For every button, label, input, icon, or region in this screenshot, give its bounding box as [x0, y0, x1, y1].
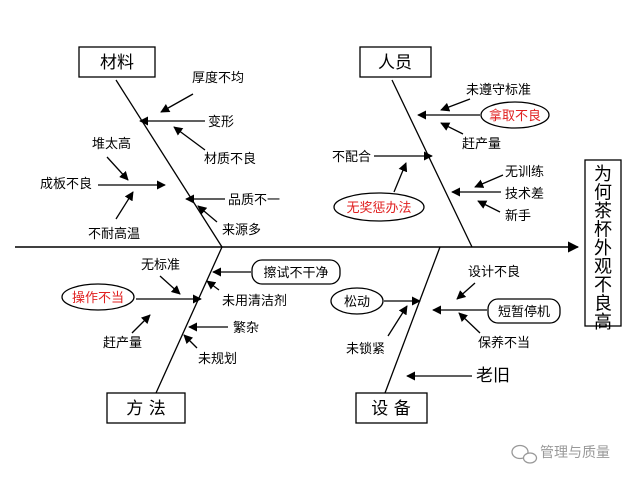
arrow-not-tightened [387, 305, 408, 337]
cause-poor-skill: 技术差 [505, 187, 544, 202]
bone-materials [115, 79, 223, 248]
arrow-not-heat-resistant [115, 191, 134, 220]
cause-handling-bad-oval: 拿取不良 [480, 101, 550, 129]
wechat-icon [511, 444, 538, 464]
cause-no-reward-punish-oval: 无奖惩办法 [333, 192, 425, 222]
cause-uncooperative: 不配合 [332, 150, 371, 165]
category-materials: 材料 [78, 46, 156, 78]
arrow-people-overproduction [440, 122, 464, 135]
cause-short-stop: 短暂停机 [498, 304, 550, 320]
cause-aged: 老旧 [476, 366, 510, 386]
effect-box: 为何茶杯外观不良高 [584, 159, 622, 333]
cause-not-follow-standard: 未遵守标准 [466, 82, 531, 98]
effect-label: 为何茶杯外观不良高 [594, 164, 612, 333]
cause-short-stop-box: 短暂停机 [487, 298, 561, 324]
category-method: 方 法 [106, 392, 186, 424]
arrow-many-sources [197, 205, 218, 223]
arrow-material-bad [173, 126, 206, 151]
category-people-label: 人员 [378, 53, 412, 73]
cause-wiping-unclean: 擦试不干净 [263, 266, 328, 281]
cause-forming-bad: 成板不良 [40, 176, 92, 192]
bone-method [155, 246, 223, 394]
cause-people-overproduction: 赶产量 [462, 137, 501, 152]
cause-loose-oval: 松动 [330, 287, 384, 315]
cause-deformation: 变形 [208, 114, 234, 130]
cause-stacked-too-high: 堆太高 [92, 136, 131, 152]
arrow-improper-maintenance [458, 312, 481, 334]
bone-people [391, 79, 473, 248]
cause-unplanned: 未规划 [198, 352, 237, 367]
cause-no-standard: 无标准 [141, 258, 180, 273]
arrow-no-cleaner [206, 280, 220, 291]
cause-material-bad: 材质不良 [204, 151, 256, 167]
arrow-novice [477, 200, 501, 213]
cause-novice: 新手 [505, 208, 531, 224]
cause-untrained: 无训练 [505, 165, 544, 180]
category-people: 人员 [359, 46, 432, 78]
arrow-thickness-uneven [160, 93, 194, 113]
cause-operation-improper: 操作不当 [72, 290, 124, 306]
arrow-not-follow-standard [440, 98, 471, 112]
cause-loose: 松动 [344, 295, 370, 310]
cause-complicated: 繁杂 [233, 320, 259, 336]
arrow-untrained [474, 174, 504, 188]
cause-not-tightened: 未锁紧 [346, 341, 385, 357]
category-equipment: 设 备 [355, 392, 428, 424]
cause-quality-inconsistent: 品质不一 [228, 193, 280, 208]
cause-no-cleaner: 未用清洁剂 [222, 294, 287, 309]
cause-operation-improper-oval: 操作不当 [61, 283, 135, 311]
cause-method-overproduction: 赶产量 [103, 336, 142, 351]
arrow-stacked-too-high [106, 156, 129, 181]
bone-equipment [384, 246, 441, 394]
cause-many-sources: 来源多 [222, 222, 261, 238]
category-equipment-label: 设 备 [371, 399, 410, 419]
category-method-label: 方 法 [126, 399, 165, 419]
arrow-design-bad [456, 282, 476, 300]
cause-handling-bad: 拿取不良 [489, 108, 541, 124]
category-materials-label: 材料 [100, 53, 134, 73]
cause-no-reward-punish: 无奖惩办法 [346, 201, 411, 216]
arrow-no-reward-punish [393, 162, 408, 193]
cause-not-heat-resistant: 不耐高温 [88, 226, 140, 242]
cause-thickness-uneven: 厚度不均 [192, 70, 244, 86]
cause-wiping-unclean-box: 擦试不干净 [251, 259, 341, 285]
cause-improper-maintenance: 保养不当 [478, 335, 530, 351]
watermark: 管理与质量 [511, 444, 610, 464]
watermark-text: 管理与质量 [540, 445, 610, 461]
arrow-unplanned [183, 334, 198, 349]
arrow-method-overproduction [131, 314, 151, 334]
cause-design-bad: 设计不良 [468, 264, 520, 280]
arrow-no-standard [159, 275, 181, 295]
